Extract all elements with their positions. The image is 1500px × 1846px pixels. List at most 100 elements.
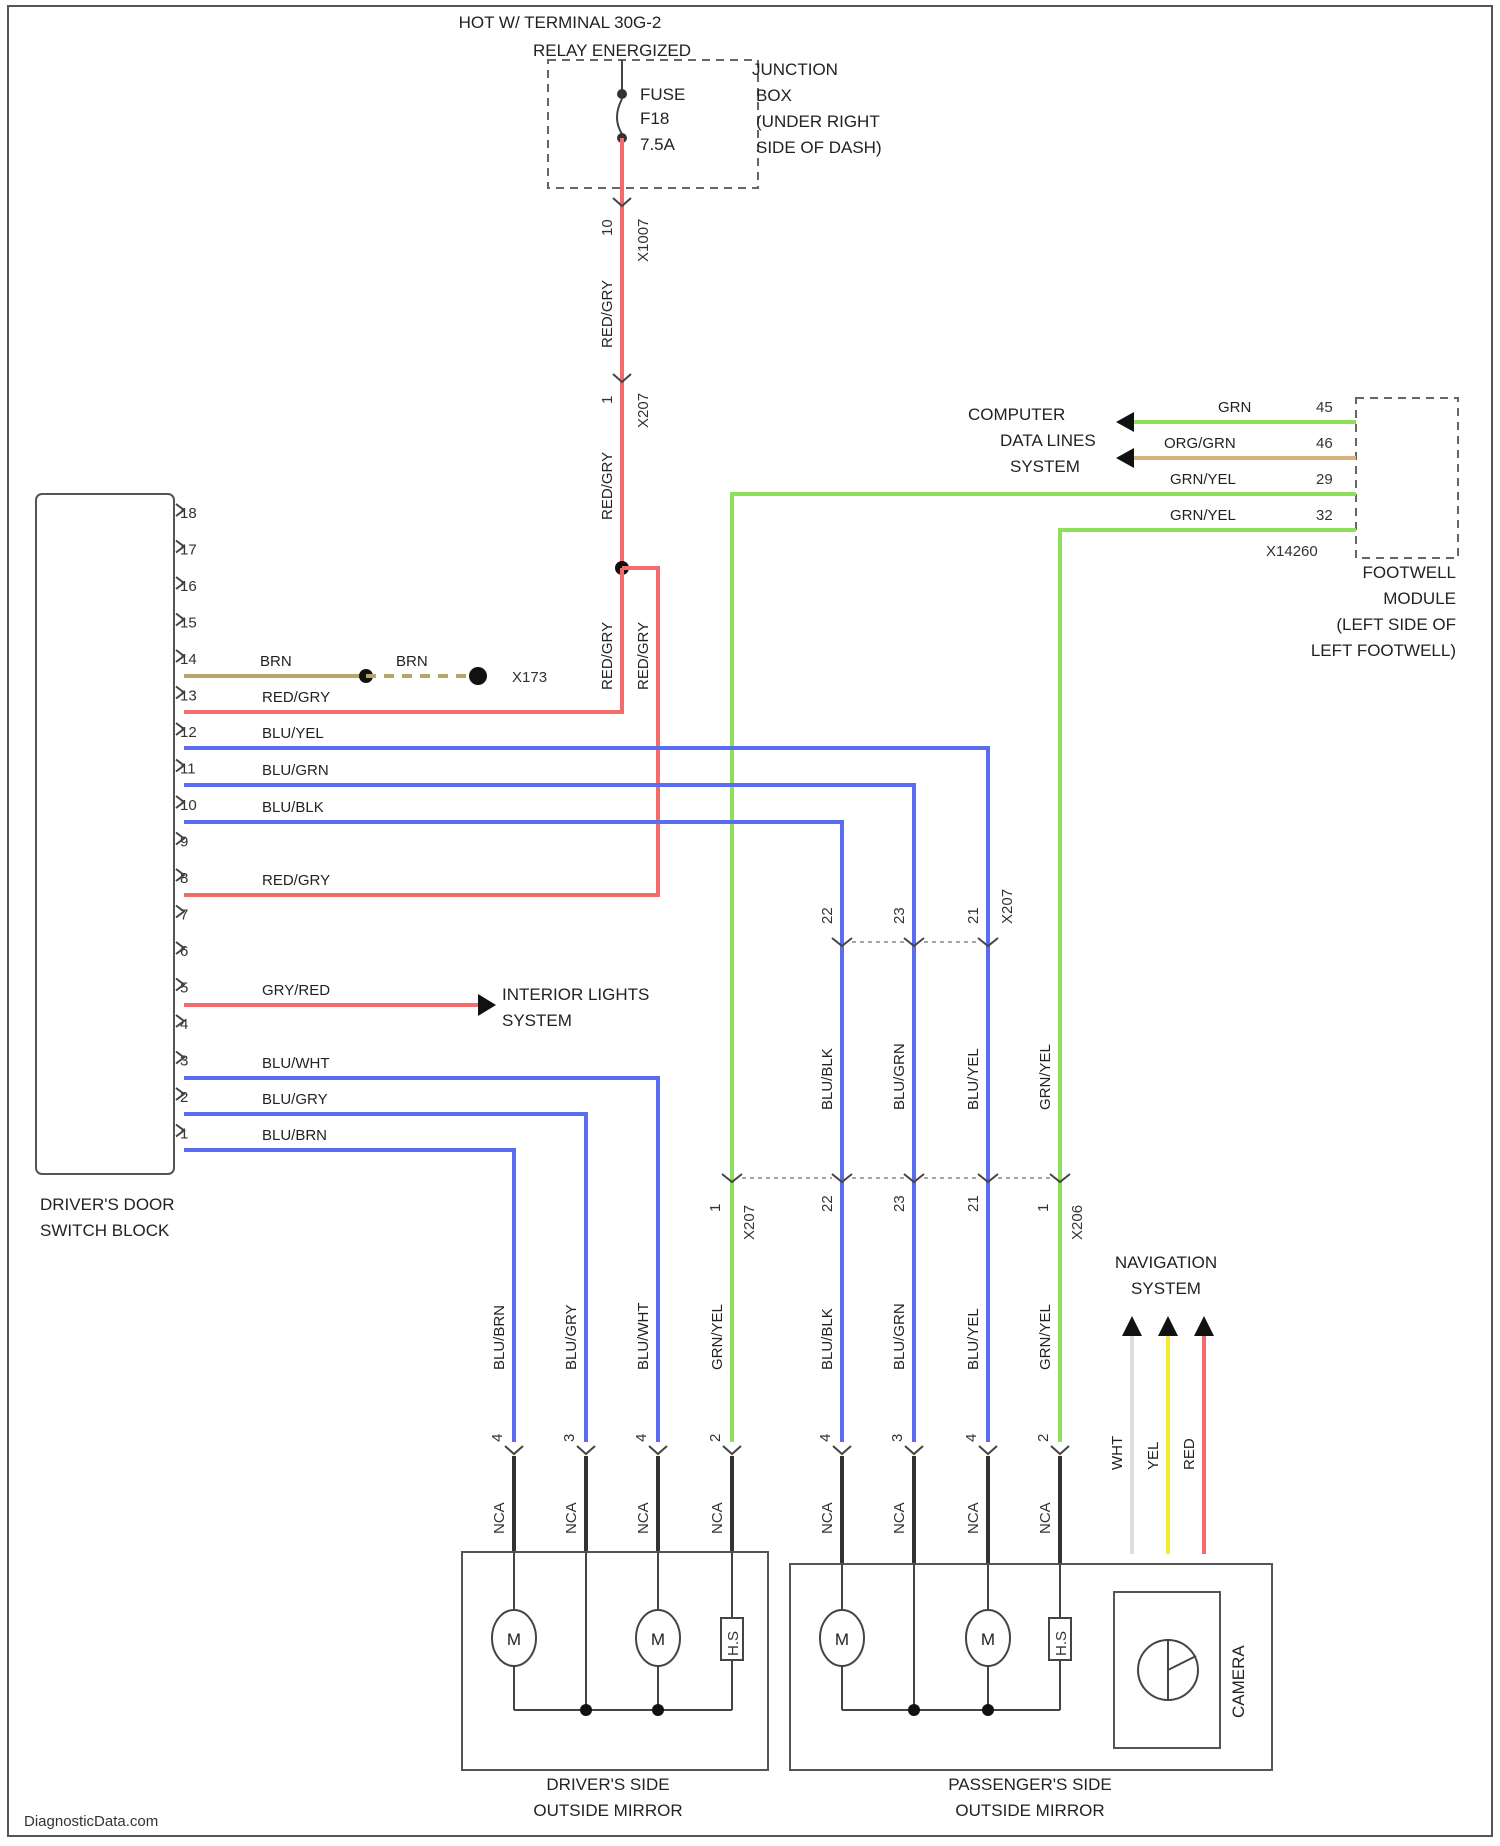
fw-pin-1: 45 <box>1316 399 1333 416</box>
pin1-wire-color: BLU/BRN <box>262 1127 327 1144</box>
lower-conn-x206: X206 <box>1069 1205 1086 1240</box>
connector-lower-row: 1 22 23 21 1 X207 X206 <box>707 1174 1086 1240</box>
riser-connector-mid: X207 <box>635 393 652 428</box>
mirror-wire-labels: BLU/BRN4NCABLU/GRY3NCABLU/WHT4NCAGRN/YEL… <box>489 1303 1069 1565</box>
switch-pin-label: 17 <box>180 542 197 559</box>
pin14-wire-color-b: BRN <box>396 653 428 670</box>
mirror-wire-color: BLU/YEL <box>965 1308 982 1370</box>
lower-pin-1b: 1 <box>1035 1204 1052 1212</box>
nca-label: NCA <box>1037 1502 1054 1534</box>
fuse-header-line1: HOT W/ TERMINAL 30G-2 <box>459 13 662 32</box>
mirror-connector-symbol <box>905 1446 923 1454</box>
heater-label: H.S <box>1053 1631 1070 1656</box>
fw-label-2: MODULE <box>1383 589 1456 608</box>
fuse-contact-top <box>617 89 627 99</box>
interior-lights-1: INTERIOR LIGHTS <box>502 985 649 1004</box>
motor-label: M <box>835 1630 849 1649</box>
passengers-side-mirror: CAMERA <box>790 1564 1272 1770</box>
mirror-connector-symbol <box>505 1446 523 1454</box>
interior-lights-2: SYSTEM <box>502 1011 572 1030</box>
arrow-left-icon <box>1116 448 1134 468</box>
nca-label: NCA <box>635 1502 652 1534</box>
riser-pin-top: 10 <box>599 219 616 236</box>
mirror-wire-color: BLU/WHT <box>635 1303 652 1371</box>
mirror-connector-symbol <box>979 1446 997 1454</box>
navigation-system: NAVIGATION SYSTEM WHT YEL RED <box>1109 1253 1217 1554</box>
passenger-mirror-outline <box>790 1564 1272 1770</box>
wire-fw-32 <box>1060 530 1356 1442</box>
splice-dot <box>580 1704 592 1716</box>
switch-block-outline <box>36 494 174 1174</box>
mirror-wire-color: BLU/BLK <box>819 1308 836 1370</box>
mirror-pin-number: 4 <box>817 1434 834 1442</box>
mirror-pin-number: 3 <box>889 1434 906 1442</box>
fuse-icon <box>617 99 622 134</box>
riser-connector-top: X1007 <box>635 219 652 262</box>
switch-pin-label: 18 <box>180 505 197 522</box>
mirror-connector-symbol <box>723 1446 741 1454</box>
pin3-wire-color: BLU/WHT <box>262 1055 330 1072</box>
mid-wire-blu-blk: BLU/BLK <box>819 1048 836 1110</box>
pin13-wire-color: RED/GRY <box>262 689 330 706</box>
wire-fw-29 <box>732 494 1356 1442</box>
pin2-wire-color: BLU/GRY <box>262 1091 328 1108</box>
lower-pin-22: 22 <box>819 1195 836 1212</box>
switch-block-label-2: SWITCH BLOCK <box>40 1221 170 1240</box>
mirror-pin-number: 2 <box>707 1434 724 1442</box>
lower-conn-x207: X207 <box>741 1205 758 1240</box>
switch-pin-label: 16 <box>180 578 197 595</box>
junction-label-2: BOX <box>756 86 792 105</box>
nav-label-2: SYSTEM <box>1131 1279 1201 1298</box>
arrow-left-icon <box>1116 412 1134 432</box>
fuse-label: FUSE <box>640 85 685 104</box>
mirror-connector-symbol <box>649 1446 667 1454</box>
switch-pin-label: 15 <box>180 615 197 632</box>
junction-label-1: JUNCTION <box>752 60 838 79</box>
computer-lines-3: SYSTEM <box>1010 457 1080 476</box>
mirror-wire-color: GRN/YEL <box>709 1304 726 1370</box>
fuse-header-line2: RELAY ENERGIZED <box>533 41 691 60</box>
motor-label: M <box>507 1630 521 1649</box>
lower-pin-21: 21 <box>965 1195 982 1212</box>
nca-label: NCA <box>965 1502 982 1534</box>
mirror-connector-symbol <box>577 1446 595 1454</box>
arrow-right-icon <box>478 994 496 1016</box>
switch-pin-label: 14 <box>180 651 197 668</box>
mirror-pin-number: 4 <box>963 1434 980 1442</box>
mirror-pin-number: 4 <box>489 1434 506 1442</box>
fw-wire-2: ORG/GRN <box>1164 435 1236 452</box>
motor-label: M <box>981 1630 995 1649</box>
fw-pin-4: 32 <box>1316 507 1333 524</box>
junction-label-4: SIDE OF DASH) <box>756 138 882 157</box>
splice-dot <box>908 1704 920 1716</box>
fw-pin-2: 46 <box>1316 435 1333 452</box>
pin12-wire-color: BLU/YEL <box>262 725 324 742</box>
mirror-wire-color: BLU/GRN <box>891 1303 908 1370</box>
fuse-riser-wire: 10 X1007 RED/GRY 1 X207 RED/GRY RED/GRY … <box>184 138 658 895</box>
wire-pin13-red <box>184 568 622 712</box>
pin5-wire-color: GRY/RED <box>262 982 330 999</box>
nca-label: NCA <box>491 1502 508 1534</box>
arrow-up-icon <box>1194 1316 1214 1336</box>
fw-wire-4: GRN/YEL <box>1170 507 1236 524</box>
mirror-pin-number: 3 <box>561 1434 578 1442</box>
driver-mirror-label-2: OUTSIDE MIRROR <box>533 1801 682 1820</box>
mid-wire-blu-grn: BLU/GRN <box>891 1043 908 1110</box>
lower-pin-23: 23 <box>891 1195 908 1212</box>
junction-box: HOT W/ TERMINAL 30G-2 RELAY ENERGIZED FU… <box>459 13 882 188</box>
lower-pin-1a: 1 <box>707 1204 724 1212</box>
fw-label-3: (LEFT SIDE OF <box>1336 615 1456 634</box>
pin11-wire-color: BLU/GRN <box>262 762 329 779</box>
wire-pin14-brn: BRN BRN X173 <box>184 653 547 686</box>
fw-label-4: LEFT FOOTWELL) <box>1311 641 1456 660</box>
mirror-pin-number: 2 <box>1035 1434 1052 1442</box>
upper-pin-22: 22 <box>819 907 836 924</box>
switch-pin-label: 12 <box>180 724 197 741</box>
mirror-connector-symbol <box>1051 1446 1069 1454</box>
footwell-module-outline <box>1356 398 1458 558</box>
motor-label: M <box>651 1630 665 1649</box>
fw-pin-3: 29 <box>1316 471 1333 488</box>
nav-wire-color-3: RED <box>1181 1438 1198 1470</box>
ground-icon <box>469 667 487 685</box>
